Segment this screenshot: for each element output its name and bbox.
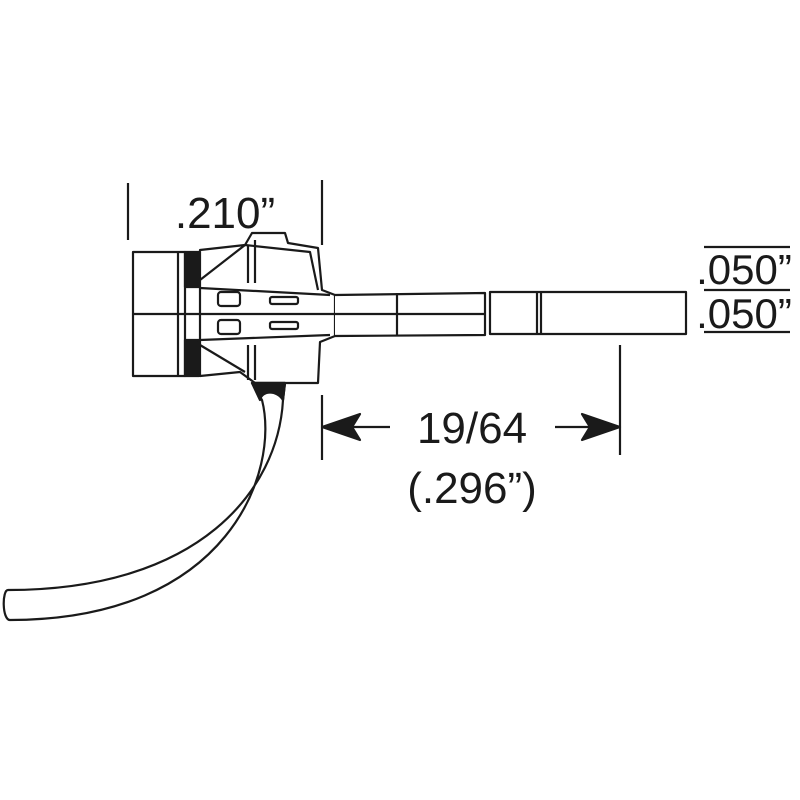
slot-3	[216, 318, 242, 336]
dim-shank-fraction: 19/64	[417, 404, 527, 453]
slot-4	[268, 320, 300, 331]
shank-tail	[488, 290, 688, 336]
dim-shank-decimal: (.296”)	[407, 464, 537, 513]
dim-offset-bottom: .050”	[696, 290, 792, 337]
slot-2	[268, 295, 300, 306]
trip-pin	[2, 381, 287, 622]
dim-offset-top: .050”	[696, 246, 792, 293]
slot-1	[216, 290, 242, 308]
dim-head-width: .210”	[175, 189, 275, 238]
